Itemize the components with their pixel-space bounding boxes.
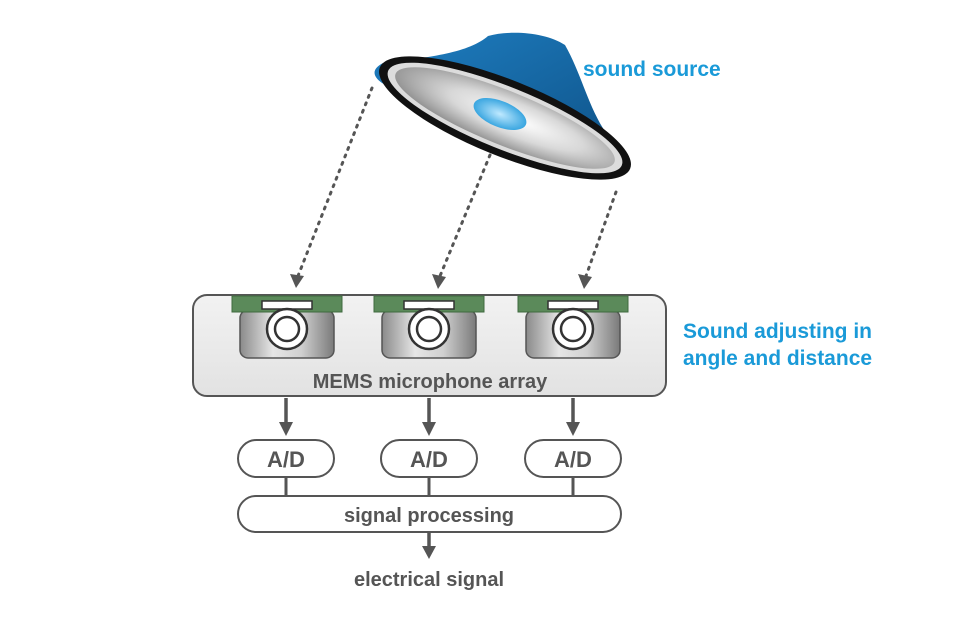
signal-processing-block: signal processing	[237, 495, 622, 533]
sound-source-label: sound source	[583, 58, 721, 81]
arrow-head	[422, 422, 436, 436]
mems-array-label: MEMS microphone array	[313, 371, 548, 393]
signal-processing-label: signal processing	[344, 505, 514, 527]
arrowhead-middle	[432, 274, 446, 289]
microphone-icon	[517, 295, 629, 359]
arrowhead-right	[578, 274, 592, 289]
arrow-head	[279, 422, 293, 436]
arrow-head	[566, 422, 580, 436]
adjusting-label-line2: angle and distance	[683, 347, 872, 370]
ad-converter-label: A/D	[267, 447, 305, 472]
sound-paths	[296, 86, 618, 278]
arrowhead-left	[290, 274, 304, 288]
ad-converter-label: A/D	[554, 447, 592, 472]
adjusting-label-line1: Sound adjusting in	[683, 320, 872, 343]
electrical-signal-label: electrical signal	[354, 569, 504, 591]
sound-path-right	[584, 190, 618, 278]
ad-converter: A/D	[237, 439, 335, 478]
ad-converter: A/D	[524, 439, 622, 478]
mems-array-box: MEMS microphone array	[192, 294, 667, 397]
speaker-icon	[374, 32, 631, 180]
ad-converter-label: A/D	[410, 447, 448, 472]
sound-path-left	[296, 86, 374, 278]
sound-path-middle	[438, 153, 492, 278]
array-to-ad-arrows	[279, 398, 580, 436]
ad-to-processing-connectors	[284, 477, 575, 496]
ad-converter: A/D	[380, 439, 478, 478]
output-arrow	[422, 532, 436, 559]
sound-path-arrowheads	[290, 274, 592, 289]
microphone-icon	[373, 295, 485, 359]
microphone-icon	[231, 295, 343, 359]
